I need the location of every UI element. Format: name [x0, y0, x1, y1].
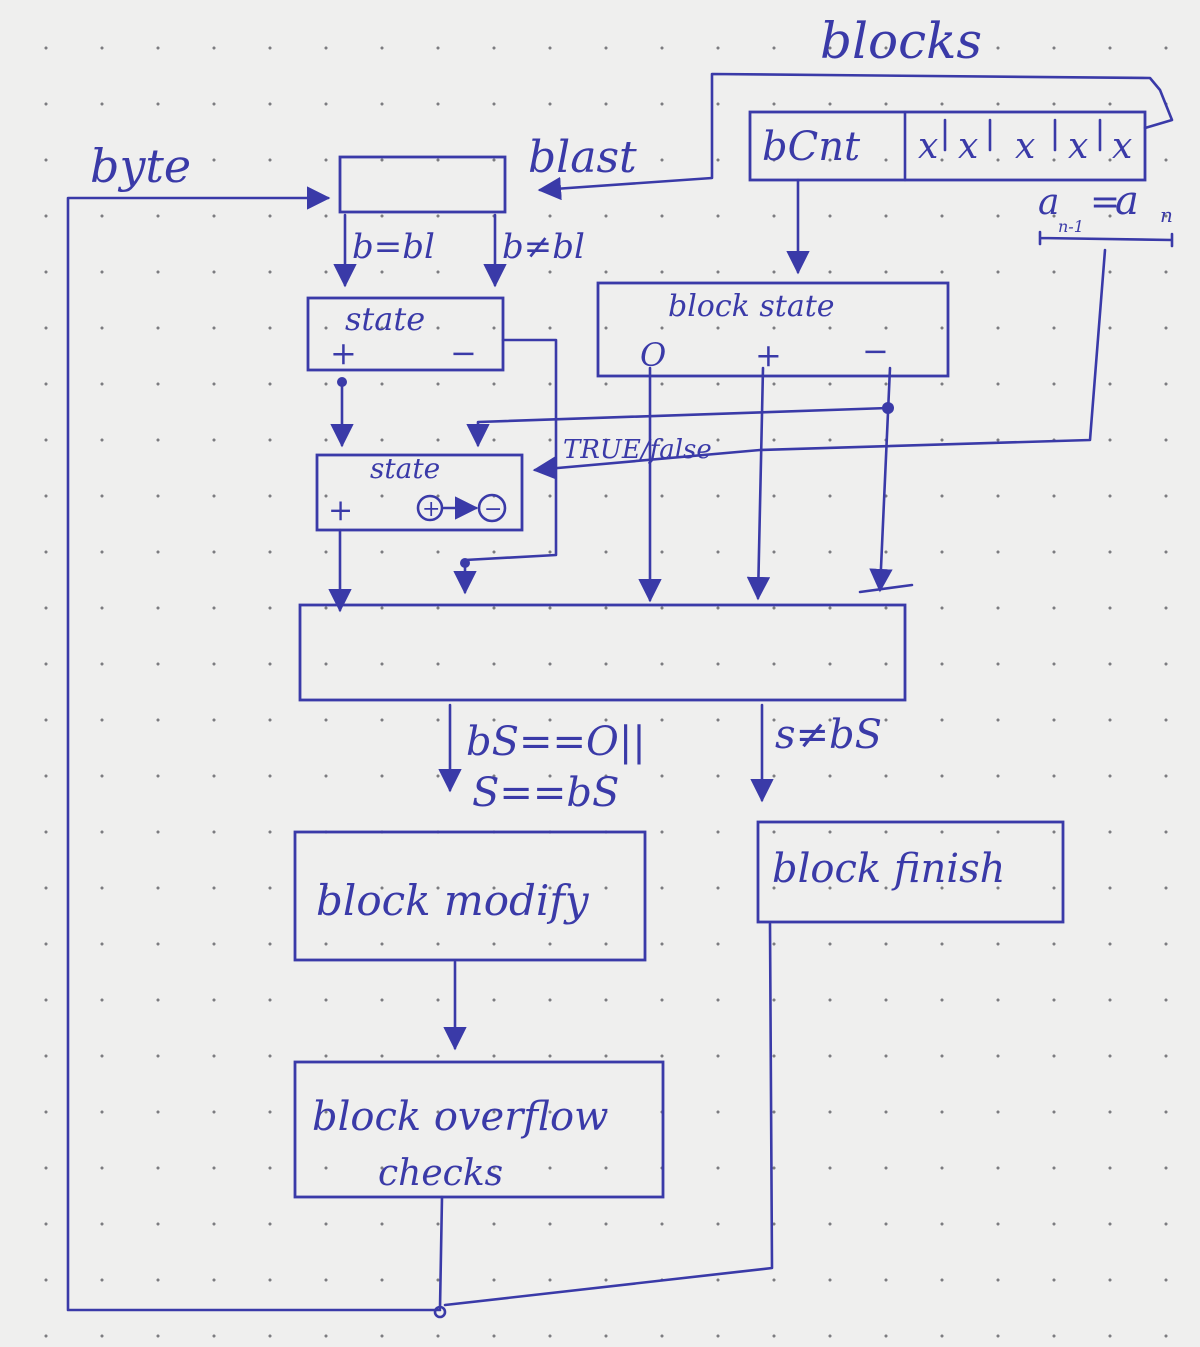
merge-box	[298, 603, 907, 702]
cond-right: s≠bS	[775, 712, 882, 758]
bs-plus-arrow	[746, 366, 771, 601]
cond-left-2: S==bS	[472, 770, 619, 816]
x-cell-4: x	[1068, 126, 1088, 167]
blast-feed-line	[537, 72, 1174, 201]
junction-dot	[460, 558, 470, 568]
an-condition-line	[532, 248, 1107, 480]
overflow-label-1: block overflow	[312, 1094, 608, 1140]
state1-minus-line	[453, 338, 558, 595]
an-right: a	[1115, 178, 1139, 224]
x-cell-5: x	[1112, 126, 1132, 167]
an-bracket	[1038, 230, 1174, 248]
state2-from-label: +	[422, 497, 440, 522]
an-eq: =	[1090, 182, 1120, 223]
x-cell-1: x	[918, 126, 938, 167]
bs-minus-arrow	[869, 366, 893, 593]
b-eq-bl-label: b=bl	[352, 227, 435, 267]
an-left-sub: n-1	[1058, 217, 1084, 236]
blast-label: blast	[528, 132, 637, 183]
an-right-sub: n	[1160, 203, 1173, 227]
state2-from-circle	[416, 494, 444, 522]
byte-loop-line	[66, 186, 442, 1312]
merge-box-tick	[858, 583, 914, 594]
loop-junction	[433, 1305, 447, 1319]
state2-to-circle	[477, 493, 507, 523]
state2-to-label: −	[484, 497, 502, 522]
bcnt-label: bCnt	[762, 124, 861, 170]
block-state-box	[596, 281, 950, 378]
blocks-register	[748, 110, 1147, 182]
b-neq-bl-label: b≠bl	[502, 227, 585, 267]
block-modify-box	[293, 830, 647, 962]
overflow-down-line	[438, 1195, 444, 1310]
true-false-label: TRUE/false	[563, 435, 712, 465]
state-box-2	[315, 453, 524, 532]
blocks-title: blocks	[820, 12, 982, 70]
block-modify-label: block modify	[316, 876, 590, 925]
block-finish-label: block finish	[772, 846, 1005, 892]
x-cell-3: x	[1015, 126, 1035, 167]
bs-zero-label: O	[640, 336, 666, 374]
state1-plus: +	[330, 334, 357, 372]
block-overflow-box	[293, 1060, 665, 1199]
byte-label: byte	[90, 139, 191, 193]
state1-minus: −	[450, 334, 477, 372]
overflow-label-2: checks	[378, 1153, 503, 1194]
finish-return-line	[443, 922, 774, 1307]
bs-plus-label: +	[755, 336, 782, 374]
state2-plus: +	[328, 493, 353, 528]
block-state-title: block state	[668, 289, 835, 324]
state2-title: state	[370, 452, 440, 485]
state-box-1	[306, 296, 505, 372]
block-finish-box	[756, 820, 1065, 924]
cond-left-1: bS==O||	[466, 719, 646, 765]
an-left: a	[1038, 182, 1059, 223]
bs-minus-to-state2	[466, 406, 890, 448]
comparator-box	[338, 155, 507, 214]
bs-minus-label: −	[862, 332, 889, 370]
x-cell-2: x	[958, 126, 978, 167]
state1-title: state	[345, 300, 425, 338]
